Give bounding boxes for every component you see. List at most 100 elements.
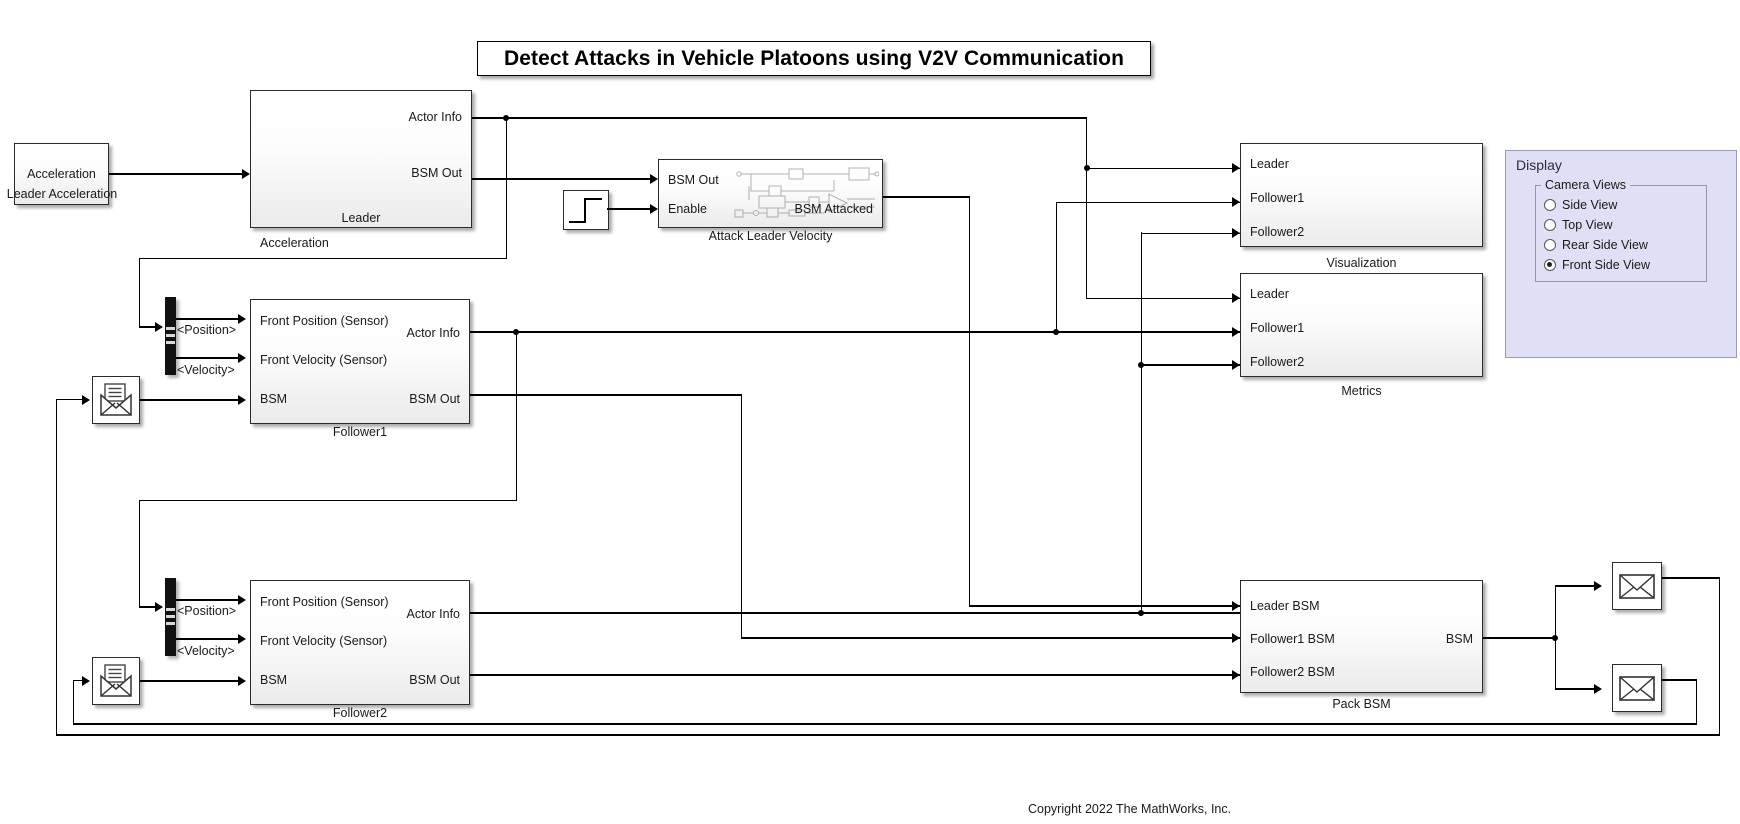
wire-bus2-velocity bbox=[176, 638, 238, 640]
radio-dot-side-view[interactable] bbox=[1544, 199, 1556, 211]
radio-side-view[interactable]: Side View bbox=[1544, 198, 1617, 212]
caption-visualization: Visualization bbox=[1326, 256, 1397, 270]
wire-f2-bsmout-to-pack bbox=[470, 674, 1240, 676]
bus-selector-follower1[interactable] bbox=[165, 297, 176, 375]
bus-selector-nib bbox=[166, 341, 175, 344]
radio-dot-top-view[interactable] bbox=[1544, 219, 1556, 231]
wire-receive2-to-f2bsm bbox=[140, 680, 238, 682]
radio-top-view[interactable]: Top View bbox=[1544, 218, 1613, 232]
port-metrics-in-leader: Leader bbox=[1250, 287, 1289, 301]
wire-packbsm-out bbox=[1483, 637, 1555, 639]
wire-bus1-velocity bbox=[176, 357, 238, 359]
arrow-receive1-in bbox=[82, 395, 90, 405]
radio-rear-side-view[interactable]: Rear Side View bbox=[1544, 238, 1648, 252]
block-attack-leader-velocity[interactable]: BSM Out Enable BSM Attacked bbox=[658, 159, 883, 228]
block-follower2[interactable]: Front Position (Sensor) Front Velocity (… bbox=[250, 580, 470, 705]
port-f2-in-front-velocity: Front Velocity (Sensor) bbox=[260, 634, 388, 648]
port-attack-in-bsm-out: BSM Out bbox=[668, 173, 719, 187]
block-pack-bsm[interactable]: Leader BSM Follower1 BSM Follower2 BSM B… bbox=[1240, 580, 1483, 693]
port-metrics-in-follower2: Follower2 bbox=[1250, 355, 1305, 369]
signal-label-position-f1: <Position> bbox=[177, 323, 237, 337]
arrow-f1-vel-in bbox=[238, 353, 246, 363]
wire-to-bus2-down bbox=[139, 499, 141, 581]
bus-selector-nib bbox=[166, 334, 175, 337]
wire-leader-actorinfo-h bbox=[472, 117, 1087, 119]
port-pack-in-leader-bsm: Leader BSM bbox=[1250, 599, 1320, 613]
radio-label-top-view: Top View bbox=[1562, 218, 1613, 232]
port-visual-in-leader: Leader bbox=[1250, 157, 1289, 171]
wire-actorinfo-to-visual-h bbox=[1086, 167, 1240, 169]
wire-leader-bsm-to-attack bbox=[472, 178, 650, 180]
port-visual-in-follower1: Follower1 bbox=[1250, 191, 1305, 205]
arrow-enable-in bbox=[650, 204, 658, 214]
wire-f2-actorinfo bbox=[470, 612, 1240, 614]
bus-selector-nib bbox=[166, 608, 175, 611]
block-receive-bsm-1[interactable] bbox=[92, 376, 140, 424]
wire-f1-actorinfo-down bbox=[515, 331, 518, 500]
block-metrics[interactable]: Leader Follower1 Follower2 bbox=[1240, 273, 1483, 377]
arrow-pack-f2bsm-in bbox=[1232, 670, 1240, 680]
arrow-f1-bsm-in bbox=[238, 395, 246, 405]
caption-pack-bsm: Pack BSM bbox=[1332, 697, 1391, 711]
wire-feedback2-up bbox=[73, 680, 75, 724]
port-f1-in-bsm: BSM bbox=[260, 392, 288, 406]
arrow-visual-leader-in bbox=[1232, 163, 1240, 173]
block-send-bsm-2[interactable] bbox=[1612, 664, 1662, 712]
wire-feedback1-to-receive1 bbox=[56, 398, 83, 401]
block-step[interactable] bbox=[563, 190, 609, 230]
arrow-visual-follower2-in bbox=[1232, 228, 1240, 238]
arrow-send2-in bbox=[1594, 684, 1602, 694]
radio-front-side-view[interactable]: Front Side View bbox=[1544, 258, 1650, 272]
arrow-pack-f1bsm-in bbox=[1232, 633, 1240, 643]
port-label-acceleration: Acceleration bbox=[27, 167, 96, 181]
open-envelope-icon bbox=[100, 664, 132, 697]
wire-f1-to-visual bbox=[1055, 201, 1241, 203]
radio-label-front-side-view: Front Side View bbox=[1562, 258, 1651, 272]
radio-dot-front-side-view[interactable] bbox=[1544, 259, 1556, 271]
arrow-f2-bsm-in bbox=[238, 676, 246, 686]
caption-attack-leader-velocity: Attack Leader Velocity bbox=[708, 229, 833, 243]
wire-feedback1-left bbox=[56, 734, 1720, 736]
bus-selector-follower2[interactable] bbox=[165, 578, 176, 656]
block-visualization[interactable]: Leader Follower1 Follower2 bbox=[1240, 143, 1483, 247]
block-leader-acceleration[interactable]: Acceleration bbox=[14, 143, 109, 205]
wire-leader-actorinfo-down-bus1 bbox=[139, 257, 141, 327]
block-send-bsm-1[interactable] bbox=[1612, 562, 1662, 610]
wire-bus1-position bbox=[176, 318, 238, 320]
wire-f1-bsmout bbox=[470, 394, 742, 396]
signal-label-position-f2: <Position> bbox=[177, 604, 237, 618]
wire-accel-to-leader bbox=[109, 173, 242, 175]
copyright-text: Copyright 2022 The MathWorks, Inc. bbox=[1028, 802, 1232, 816]
wire-receive1-to-f1bsm bbox=[140, 399, 238, 401]
port-f1-out-actor-info: Actor Info bbox=[406, 326, 461, 340]
port-pack-out-bsm: BSM bbox=[1445, 632, 1473, 646]
wire-f1-actorinfo bbox=[470, 331, 1240, 333]
block-follower1[interactable]: Front Position (Sensor) Front Velocity (… bbox=[250, 299, 470, 424]
wire-feedback2-down bbox=[1695, 679, 1697, 724]
wire-f2-to-visual bbox=[1140, 232, 1241, 234]
wire-feedback2-left bbox=[73, 723, 1697, 725]
port-f1-in-front-velocity: Front Velocity (Sensor) bbox=[260, 353, 388, 367]
arrow-metrics-follower2-in bbox=[1232, 360, 1240, 370]
block-receive-bsm-2[interactable] bbox=[92, 657, 140, 705]
port-attack-in-enable: Enable bbox=[668, 202, 707, 216]
closed-envelope-icon bbox=[1619, 574, 1655, 599]
wire-feedback1-up bbox=[56, 399, 58, 735]
arrow-attack-bsm-in bbox=[650, 174, 658, 184]
arrow-bus2-in bbox=[155, 602, 163, 612]
caption-leader: Leader bbox=[341, 211, 381, 225]
wire-f1-bsmout-down bbox=[740, 394, 742, 638]
camera-views-group-label: Camera Views bbox=[1541, 178, 1631, 192]
caption-follower1: Follower1 bbox=[332, 425, 388, 439]
display-panel-title: Display bbox=[1516, 157, 1562, 173]
wire-actorinfo-to-metrics-h bbox=[1086, 297, 1240, 299]
wire-to-bus1 bbox=[139, 326, 161, 328]
wire-bsmattacked-to-pack bbox=[968, 605, 1241, 607]
port-f1-out-bsm: BSM Out bbox=[409, 392, 460, 406]
arrow-f2-pos-in bbox=[238, 595, 246, 605]
block-leader[interactable]: Acceleration Actor Info BSM Out bbox=[250, 90, 472, 250]
subsystem-thumbnail-icon bbox=[734, 167, 879, 218]
radio-dot-rear-side-view[interactable] bbox=[1544, 239, 1556, 251]
port-f2-in-front-position: Front Position (Sensor) bbox=[260, 595, 389, 609]
display-panel: Display Camera Views Side View Top View … bbox=[1505, 150, 1737, 358]
